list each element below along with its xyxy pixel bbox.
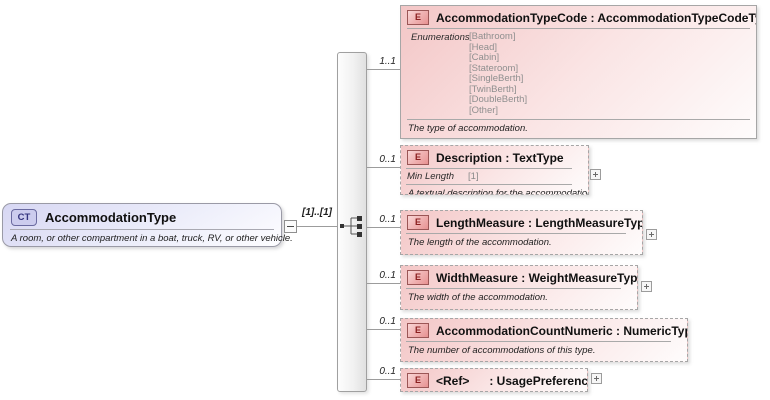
divider bbox=[406, 341, 671, 342]
cardinality-label: 1..1 bbox=[379, 56, 396, 67]
sequence-icon[interactable] bbox=[340, 214, 366, 238]
expand-icon[interactable] bbox=[591, 373, 602, 384]
connector-line bbox=[367, 227, 400, 228]
element-annotation: A textual description for the accommodat… bbox=[408, 188, 589, 195]
facet-label: Min Length bbox=[407, 171, 455, 182]
element-box-width-measure[interactable]: E WidthMeasure : WeightMeasureType The w… bbox=[400, 265, 638, 310]
cardinality-label: 0..1 bbox=[379, 154, 396, 165]
element-title: AccommodationCountNumeric : NumericType bbox=[436, 323, 688, 338]
element-annotation: The width of the accommodation. bbox=[408, 292, 548, 303]
connector-line bbox=[367, 167, 400, 168]
element-box-ref-usage-preference[interactable]: E <Ref> : UsagePreference bbox=[400, 368, 588, 392]
element-box-length-measure[interactable]: E LengthMeasure : LengthMeasureType The … bbox=[400, 210, 643, 255]
element-header: E AccommodationTypeCode : AccommodationT… bbox=[401, 6, 756, 27]
element-header: E LengthMeasure : LengthMeasureType bbox=[401, 211, 642, 232]
element-header: E WidthMeasure : WeightMeasureType bbox=[401, 266, 637, 287]
divider bbox=[406, 288, 621, 289]
complex-type-annotation: A room, or other compartment in a boat, … bbox=[11, 233, 293, 244]
enum-value: [SingleBerth] bbox=[469, 73, 524, 84]
element-title: Description : TextType bbox=[436, 150, 564, 165]
element-header: E AccommodationCountNumeric : NumericTyp… bbox=[401, 319, 687, 340]
element-box-accommodation-type-code[interactable]: E AccommodationTypeCode : AccommodationT… bbox=[400, 5, 757, 139]
complex-type-badge-icon: CT bbox=[11, 209, 37, 226]
connector-line bbox=[367, 283, 400, 284]
element-annotation: The length of the accommodation. bbox=[408, 237, 552, 248]
enum-value: [Other] bbox=[469, 104, 499, 116]
element-header: E Description : TextType bbox=[401, 146, 588, 167]
connector-line bbox=[367, 329, 400, 330]
divider bbox=[406, 233, 626, 234]
enum-value: [TwinBerth] bbox=[469, 83, 517, 95]
enum-value: [DoubleBerth] bbox=[469, 94, 528, 105]
enum-value: [Cabin] bbox=[469, 52, 500, 63]
complex-type-box[interactable]: CT AccommodationType A room, or other co… bbox=[2, 203, 293, 247]
element-badge-icon: E bbox=[407, 323, 429, 338]
complex-type-header: CT AccommodationType bbox=[3, 204, 281, 228]
element-annotation: The number of accommodations of this typ… bbox=[408, 345, 596, 356]
enum-value: [Bathroom] bbox=[469, 31, 516, 42]
element-box-description[interactable]: E Description : TextType Min Length [1] … bbox=[400, 145, 589, 195]
connector-line bbox=[367, 379, 400, 380]
collapse-icon[interactable] bbox=[284, 220, 297, 233]
element-badge-icon: E bbox=[407, 150, 429, 165]
element-title: WidthMeasure : WeightMeasureType bbox=[436, 270, 638, 285]
divider bbox=[406, 168, 572, 169]
element-annotation: The type of accommodation. bbox=[408, 123, 528, 134]
expand-icon[interactable] bbox=[646, 229, 657, 240]
expand-icon[interactable] bbox=[590, 169, 601, 180]
element-box-accommodation-count-numeric[interactable]: E AccommodationCountNumeric : NumericTyp… bbox=[400, 318, 688, 362]
element-badge-icon: E bbox=[407, 10, 429, 25]
element-title: AccommodationTypeCode : AccommodationTyp… bbox=[436, 10, 757, 25]
element-title: LengthMeasure : LengthMeasureType bbox=[436, 215, 643, 230]
facet-block: Min Length [1] bbox=[401, 169, 588, 183]
cardinality-label: [1]..[1] bbox=[302, 207, 332, 218]
divider bbox=[407, 119, 750, 120]
divider bbox=[10, 229, 274, 230]
facet-label: Enumerations bbox=[411, 32, 470, 43]
element-title: <Ref> : UsagePreference bbox=[436, 373, 588, 388]
connector-line bbox=[367, 69, 400, 70]
cardinality-label: 0..1 bbox=[379, 316, 396, 327]
cardinality-label: 0..1 bbox=[379, 366, 396, 377]
enum-value: [Stateroom] bbox=[469, 62, 519, 74]
enum-value: [Head] bbox=[469, 41, 497, 53]
element-badge-icon: E bbox=[407, 373, 429, 388]
complex-type-title: AccommodationType bbox=[45, 210, 177, 225]
divider bbox=[407, 28, 750, 29]
cardinality-label: 0..1 bbox=[379, 214, 396, 225]
element-header: E <Ref> : UsagePreference bbox=[401, 369, 587, 390]
element-badge-icon: E bbox=[407, 270, 429, 285]
connector-line bbox=[297, 226, 337, 227]
facet-block: Enumerations [Bathroom] [Head] [Cabin] [… bbox=[401, 29, 756, 118]
enum-values: [Bathroom] [Head] [Cabin] [Stateroom] [S… bbox=[469, 31, 528, 116]
element-badge-icon: E bbox=[407, 215, 429, 230]
facet-value: [1] bbox=[468, 171, 479, 182]
cardinality-label: 0..1 bbox=[379, 270, 396, 281]
expand-icon[interactable] bbox=[641, 281, 652, 292]
sequence-bar[interactable] bbox=[337, 52, 367, 392]
divider bbox=[406, 184, 572, 185]
